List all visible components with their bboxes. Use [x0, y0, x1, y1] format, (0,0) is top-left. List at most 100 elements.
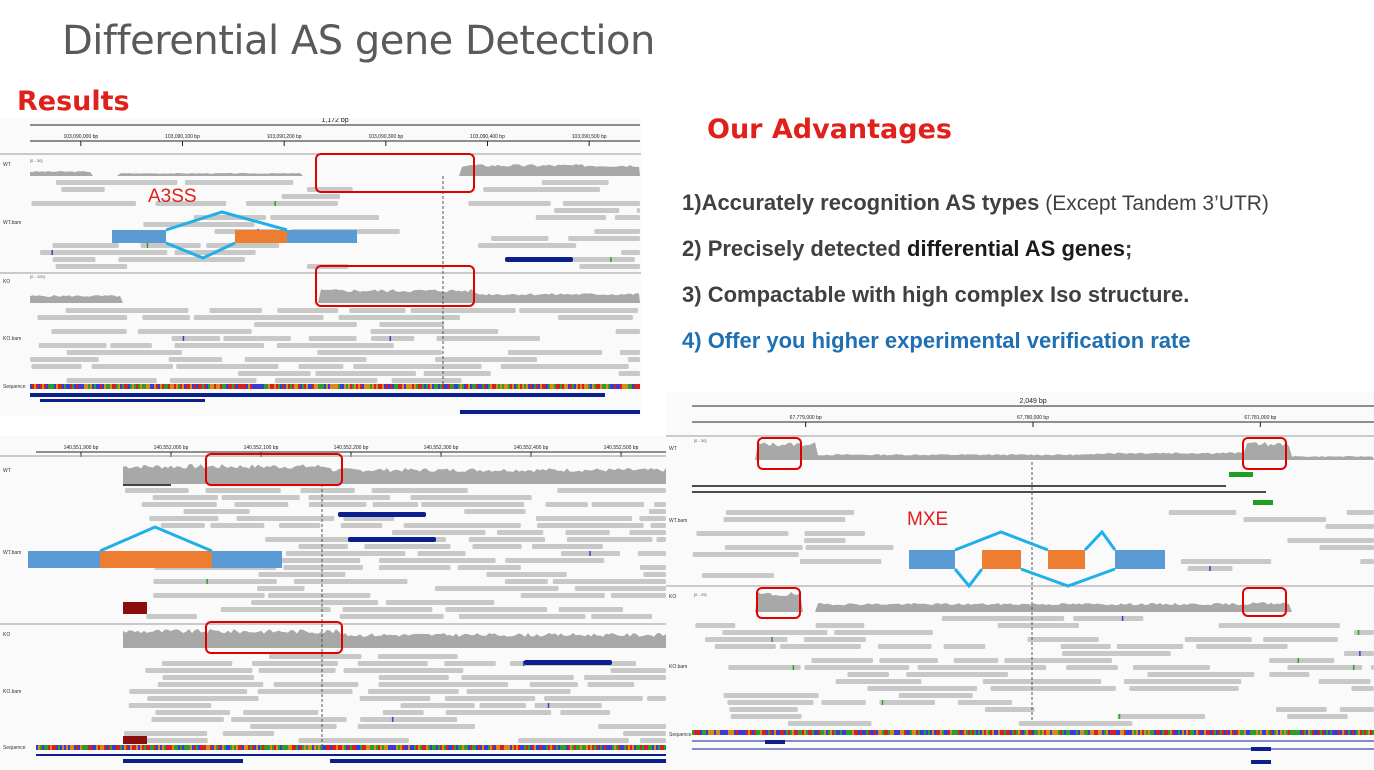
highlight-box: [757, 437, 802, 470]
base: [54, 384, 56, 389]
base: [332, 745, 334, 750]
base: [512, 384, 514, 389]
read: [982, 679, 1102, 684]
base: [1326, 730, 1328, 735]
read: [990, 686, 1116, 691]
base: [548, 745, 550, 750]
base: [714, 730, 716, 735]
read: [1243, 517, 1327, 522]
base: [756, 730, 758, 735]
read: [648, 509, 666, 514]
base: [496, 745, 498, 750]
base: [128, 384, 130, 389]
base: [74, 745, 76, 750]
base: [814, 730, 816, 735]
base: [634, 745, 636, 750]
read: [137, 329, 252, 334]
base: [1176, 730, 1178, 735]
base: [578, 384, 580, 389]
read: [378, 558, 496, 563]
base: [1262, 730, 1264, 735]
base: [186, 384, 188, 389]
base: [742, 730, 744, 735]
base: [832, 730, 834, 735]
base: [484, 384, 486, 389]
base: [108, 384, 110, 389]
junction-line: [165, 241, 236, 260]
base: [354, 384, 356, 389]
base: [480, 384, 482, 389]
base: [252, 384, 254, 389]
base: [402, 745, 404, 750]
read: [472, 544, 522, 549]
base: [80, 384, 82, 389]
base: [240, 745, 242, 750]
base: [736, 730, 738, 735]
read: [835, 679, 922, 684]
base: [1268, 730, 1270, 735]
base: [138, 384, 140, 389]
base: [486, 384, 488, 389]
base: [694, 730, 696, 735]
base: [90, 745, 92, 750]
base: [472, 745, 474, 750]
read: [205, 488, 281, 493]
base: [1248, 730, 1250, 735]
base: [504, 745, 506, 750]
base: [926, 730, 928, 735]
base: [840, 730, 842, 735]
read: [400, 703, 475, 708]
scale-label: [0 - 30]: [30, 158, 42, 163]
base: [1368, 730, 1370, 735]
read: [728, 665, 801, 670]
base: [138, 745, 140, 750]
base: [482, 384, 484, 389]
read: [160, 523, 205, 528]
base: [460, 745, 462, 750]
base: [860, 730, 862, 735]
base: [1308, 730, 1310, 735]
base: [72, 745, 74, 750]
base: [1020, 730, 1022, 735]
read: [1339, 707, 1374, 712]
base: [1146, 730, 1148, 735]
base: [384, 745, 386, 750]
event-label-a3ss: A3SS: [148, 186, 197, 207]
base: [324, 384, 326, 389]
base: [62, 745, 64, 750]
base: [1300, 730, 1302, 735]
base: [366, 384, 368, 389]
read: [639, 516, 666, 521]
ruler-tick-label: 140,552,400 bp: [514, 445, 549, 451]
read: [238, 371, 311, 376]
base: [266, 384, 268, 389]
read: [574, 586, 666, 591]
base: [316, 384, 318, 389]
read: [458, 614, 586, 619]
base: [506, 384, 508, 389]
mismatch: [1359, 651, 1361, 656]
advantages-title: Our Advantages: [707, 114, 952, 145]
base: [900, 730, 902, 735]
base: [38, 745, 40, 750]
read: [279, 523, 321, 528]
base: [1144, 730, 1146, 735]
base: [998, 730, 1000, 735]
read: [917, 665, 1047, 670]
read: [1129, 686, 1239, 691]
base: [1172, 730, 1174, 735]
read: [391, 378, 462, 383]
base: [1320, 730, 1322, 735]
base: [1288, 730, 1290, 735]
base: [1122, 730, 1124, 735]
base: [624, 745, 626, 750]
base: [582, 384, 584, 389]
base: [424, 745, 426, 750]
base: [94, 745, 96, 750]
base: [538, 384, 540, 389]
base: [656, 745, 658, 750]
read: [445, 607, 548, 612]
base: [908, 730, 910, 735]
base: [452, 745, 454, 750]
read: [508, 350, 603, 355]
